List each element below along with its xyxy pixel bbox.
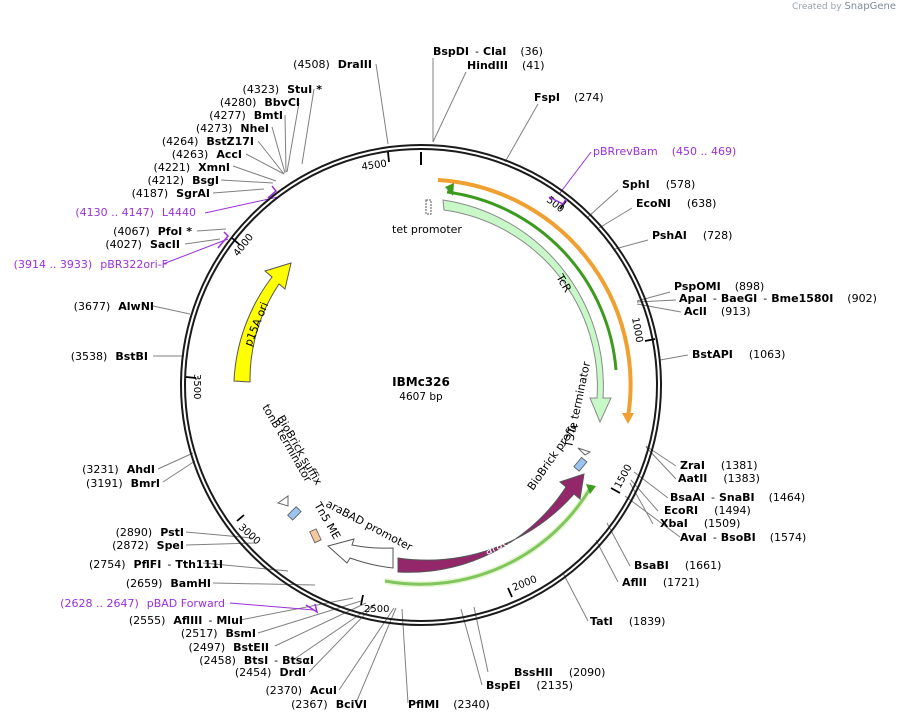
tcr-feature-arrow [442, 199, 612, 424]
svg-text:(4130 .. 4147)L4440: (4130 .. 4147)L4440 [75, 206, 196, 219]
svg-text:AatII(1383): AatII(1383) [678, 472, 760, 485]
svg-text:BstAPI(1063): BstAPI(1063) [692, 348, 785, 361]
svg-text:pBRrevBam(450 .. 469): pBRrevBam(450 .. 469) [593, 145, 736, 158]
svg-text:(2497)BstEII: (2497)BstEII [189, 641, 269, 654]
enzyme-labels: BspDI-ClaI(36) HindIII(41) FspI(274) Sph… [71, 45, 877, 711]
arac-feature-arrow [397, 473, 585, 573]
green-tcr-arc [446, 190, 618, 371]
p15a-ori-arrow [233, 262, 292, 383]
plasmid-length: 4607 bp [399, 391, 443, 403]
svg-text:(2454)DrdI: (2454)DrdI [235, 666, 306, 679]
plasmid-backbone-inner [184, 148, 658, 622]
green-arac-glow [384, 485, 594, 588]
svg-text:(2872)SpeI: (2872)SpeI [112, 539, 184, 552]
svg-text:TatI(1839): TatI(1839) [590, 615, 665, 628]
tn5-me-box [309, 528, 322, 544]
svg-text:(2458)BtsI-BtsαI: (2458)BtsI-BtsαI [199, 654, 314, 667]
svg-text:(4027)SacII: (4027)SacII [105, 238, 180, 251]
plasmid-backbone-outer [180, 144, 662, 626]
svg-text:(3914 .. 3933)pBR322ori-F: (3914 .. 3933)pBR322ori-F [14, 258, 168, 271]
tonb-terminator-icon [276, 495, 289, 507]
svg-text:HindIII(41): HindIII(41) [467, 59, 545, 72]
svg-text:(3677)AlwNI: (3677)AlwNI [74, 300, 154, 313]
svg-text:EcoNI(638): EcoNI(638) [636, 197, 716, 210]
primer-name: pBRrevBam [593, 145, 658, 158]
svg-text:PspOMI(898): PspOMI(898) [674, 280, 764, 293]
tick-4000: 4000 [232, 232, 256, 259]
snapgene-watermark: Created by SnapGene [792, 1, 896, 12]
svg-text:(3538)BstBI: (3538)BstBI [71, 350, 148, 363]
svg-text:(2517)BsmI: (2517)BsmI [181, 627, 256, 640]
svg-text:AvaI-BsoBI(1574): AvaI-BsoBI(1574) [680, 531, 806, 544]
svg-text:(4263)AccI: (4263)AccI [172, 148, 242, 161]
primer-labels: pBRrevBam(450 .. 469) (4130 .. 4147)L444… [14, 145, 737, 610]
plasmid-name: IBMc326 [392, 375, 450, 389]
enzyme-name: BspDI [433, 45, 469, 58]
arac-label: araC [483, 535, 512, 558]
svg-text:(2555)AflIII-MluI: (2555)AflIII-MluI [129, 614, 243, 627]
svg-text:FspI(274): FspI(274) [534, 91, 604, 104]
orange-region-arc [437, 178, 633, 418]
svg-text:BsaAI-SnaBI(1464): BsaAI-SnaBI(1464) [670, 491, 805, 504]
svg-text:ApaI-BaeGI-Bme1580I(902): ApaI-BaeGI-Bme1580I(902) [679, 292, 877, 305]
biobrick-suffix-box [287, 506, 302, 521]
svg-text:(2370)AcuI: (2370)AcuI [265, 684, 337, 697]
svg-text:(2890)PstI: (2890)PstI [116, 526, 184, 539]
svg-text:(2754)PflFI-Tth111I: (2754)PflFI-Tth111I [89, 558, 223, 571]
svg-text:AflII(1721): AflII(1721) [622, 576, 699, 589]
svg-text:(2367)BciVI: (2367)BciVI [291, 698, 367, 711]
primer-marks [217, 185, 567, 614]
svg-text:(4067)PfoI*: (4067)PfoI* [113, 225, 192, 238]
tick-500: 500 [544, 195, 566, 215]
svg-text:(4273)NheI: (4273)NheI [196, 122, 269, 135]
svg-text:(4264)BstZ17I: (4264)BstZ17I [162, 135, 254, 148]
svg-text:(4280)BbvCI: (4280)BbvCI [220, 96, 300, 109]
tick-1000: 1000 [629, 317, 644, 344]
svg-text:(4187)SgrAI: (4187)SgrAI [132, 187, 210, 200]
svg-text:(4212)BsgI: (4212)BsgI [148, 174, 219, 187]
biobrick-prefix-box [573, 456, 588, 472]
svg-text:SphI(578): SphI(578) [622, 178, 695, 191]
arabad-promoter-arrow [326, 538, 394, 569]
tick-3500: 3500 [191, 374, 202, 399]
tet-promoter-label: tet promoter [392, 223, 462, 236]
svg-text:(4221)XmnI: (4221)XmnI [154, 161, 230, 174]
tick-4500: 4500 [361, 159, 388, 173]
ticks [185, 151, 656, 606]
orange-region-arrowhead [622, 413, 634, 424]
snapgene-logo-text: SnapGene [844, 1, 896, 12]
svg-text:AclI(913): AclI(913) [684, 305, 751, 318]
svg-text:BssHII(2090): BssHII(2090) [514, 666, 605, 679]
svg-text:XbaI(1509): XbaI(1509) [660, 517, 740, 530]
svg-text:(2628 .. 2647)pBAD Forward: (2628 .. 2647)pBAD Forward [60, 597, 225, 610]
svg-text:PflMI(2340): PflMI(2340) [408, 698, 490, 711]
svg-text:EcoRI(1494): EcoRI(1494) [664, 504, 751, 517]
t3te-terminator-icon [577, 447, 592, 456]
tet-promoter-icon [425, 199, 432, 215]
green-arac-arrowhead [586, 484, 596, 494]
svg-text:BspEI(2135): BspEI(2135) [486, 679, 573, 692]
svg-text:ZraI(1381): ZraI(1381) [680, 459, 758, 472]
svg-text:(4323)StuI*: (4323)StuI* [243, 83, 323, 96]
svg-text:PshAI(728): PshAI(728) [652, 229, 732, 242]
svg-text:(3191)BmrI: (3191)BmrI [86, 477, 160, 490]
svg-text:(3231)AhdI: (3231)AhdI [82, 463, 155, 476]
green-tcr-arrowhead [445, 183, 454, 196]
svg-text:BspDI-ClaI(36): BspDI-ClaI(36) [433, 45, 543, 58]
primer-leader-lines [162, 151, 592, 611]
svg-text:(4277)BmtI: (4277)BmtI [209, 109, 283, 122]
svg-text:(2659)BamHI: (2659)BamHI [126, 577, 211, 590]
svg-text:BsaBI(1661): BsaBI(1661) [634, 559, 721, 572]
svg-text:(4508)DraIII: (4508)DraIII [293, 58, 372, 71]
tick-2500: 2500 [364, 604, 389, 615]
